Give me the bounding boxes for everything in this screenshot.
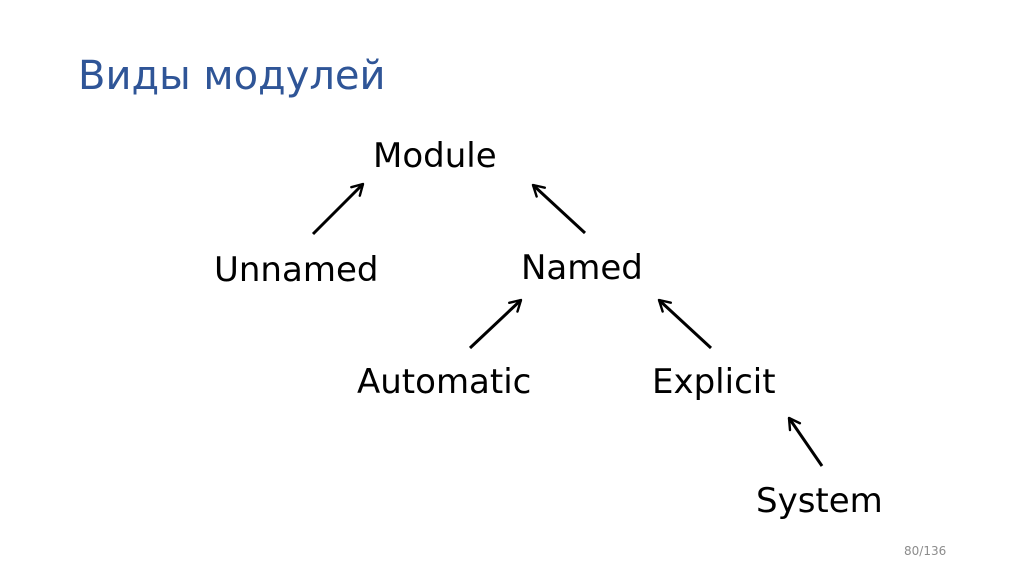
slide-title: Виды модулей: [78, 53, 386, 99]
node-automatic: Automatic: [357, 362, 532, 402]
arrow-system-to-explicit: [787, 416, 824, 467]
arrow-unnamed-to-module: [311, 182, 365, 236]
node-unnamed: Unnamed: [214, 250, 379, 290]
node-system: System: [756, 481, 883, 521]
page-number: 80/136: [904, 544, 947, 558]
node-explicit: Explicit: [652, 362, 776, 402]
arrow-named-to-module: [531, 183, 587, 235]
node-named: Named: [521, 248, 643, 288]
node-module: Module: [373, 136, 497, 176]
arrow-automatic-to-named: [468, 298, 523, 350]
arrow-explicit-to-named: [657, 298, 713, 350]
